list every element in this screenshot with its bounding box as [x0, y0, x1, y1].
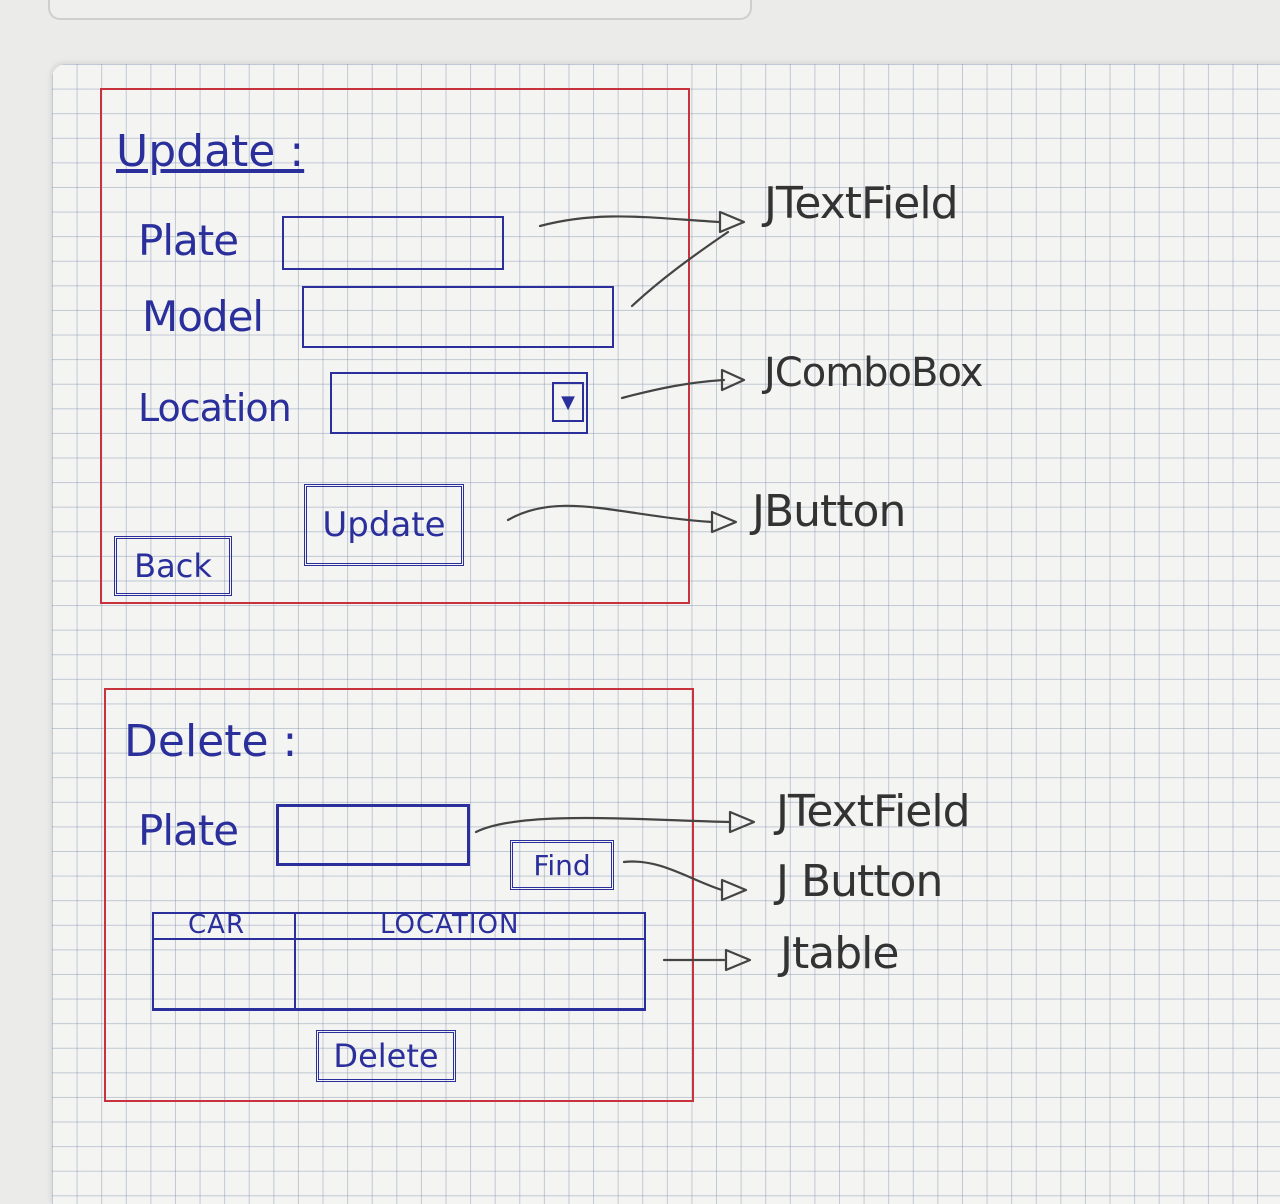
arrow-head-2	[720, 368, 746, 392]
delete-plate-text-field[interactable]	[276, 804, 470, 866]
plate-label: Plate	[138, 216, 239, 265]
car-location-table[interactable]	[152, 912, 646, 1011]
arrow-head-6	[724, 948, 752, 972]
plate-text-field[interactable]	[282, 216, 504, 270]
model-text-field[interactable]	[302, 286, 614, 348]
table-header-car: CAR	[188, 910, 246, 940]
delete-frame	[104, 688, 694, 1102]
graph-paper	[52, 64, 1280, 1204]
table-header-location: LOCATION	[380, 910, 520, 940]
delete-button[interactable]: Delete	[316, 1030, 456, 1082]
arrow-head-1	[718, 210, 746, 234]
arrow-update-to-jbutton	[506, 504, 714, 524]
arrow-find-to-jbutton	[622, 860, 724, 892]
annotation-jtextfield-update: JTextField	[764, 178, 959, 229]
annotation-jbutton-update: JButton	[752, 486, 906, 537]
annotation-jtextfield-delete: JTextField	[776, 786, 971, 837]
arrow-head-3	[710, 510, 738, 534]
previous-page-edge	[48, 0, 752, 20]
arrow-plate-to-jtextfield-2	[474, 816, 732, 834]
arrow-plate-to-jtextfield	[538, 215, 722, 228]
table-header-line	[152, 938, 644, 940]
find-button[interactable]: Find	[510, 840, 614, 890]
chevron-down-icon[interactable]: ▼	[552, 382, 584, 422]
annotation-jbutton-delete: J Button	[776, 856, 943, 907]
annotation-jcombobox: JComboBox	[764, 350, 983, 396]
model-label: Model	[142, 292, 264, 341]
arrow-location-to-jcombobox	[620, 378, 726, 400]
location-label: Location	[138, 386, 292, 430]
arrow-model-to-jtextfield	[630, 230, 730, 308]
back-button[interactable]: Back	[114, 536, 232, 596]
update-title: Update :	[116, 126, 305, 177]
arrow-head-4	[728, 810, 756, 834]
arrow-head-5	[720, 878, 748, 902]
delete-title: Delete :	[124, 716, 298, 767]
update-frame	[100, 88, 690, 604]
update-button[interactable]: Update	[304, 484, 464, 566]
table-column-divider	[294, 914, 296, 1008]
delete-plate-label: Plate	[138, 806, 239, 855]
location-combo-box[interactable]	[330, 372, 588, 434]
annotation-jtable: Jtable	[780, 928, 899, 979]
